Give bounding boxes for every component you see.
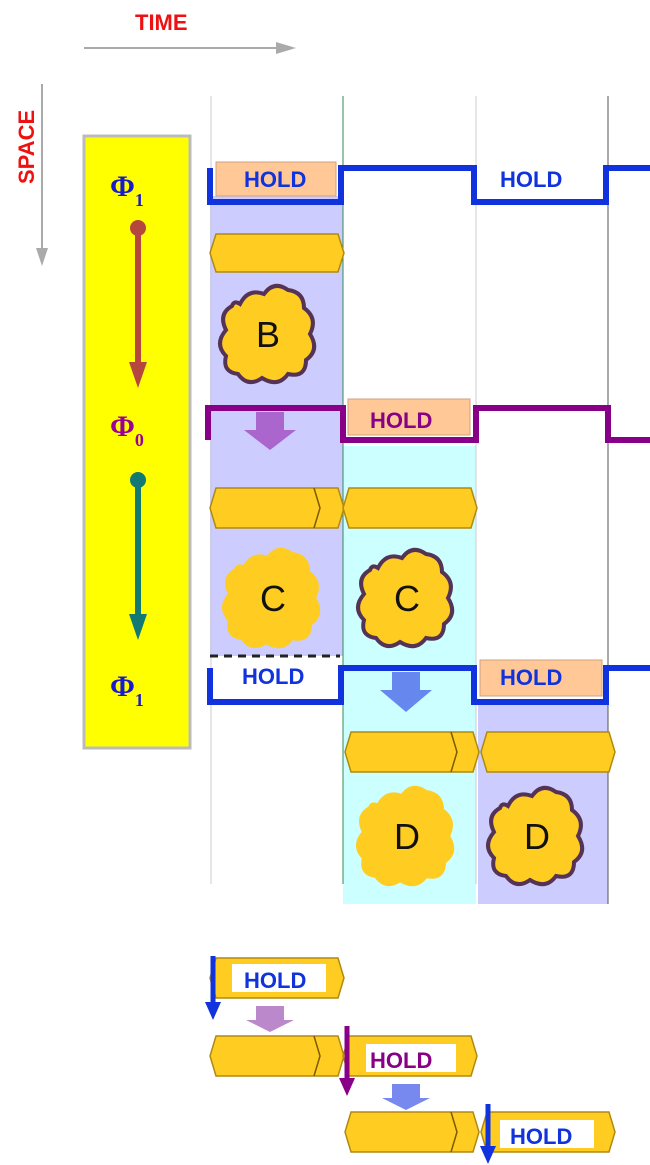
summary-register-4-divider: [450, 1111, 458, 1153]
summary-down-arrowhead-2: [339, 1078, 355, 1096]
summary-transfer-arrow-2: [382, 1084, 430, 1110]
hold-box-1: [215, 161, 337, 197]
space-axis-arrowhead: [36, 248, 48, 266]
time-axis-arrowhead: [276, 42, 296, 54]
svg-text:D: D: [394, 816, 420, 857]
clock-phase1-bottom: [207, 665, 650, 705]
summary-hold-box-3: [500, 1120, 594, 1148]
summary-transfer-arrow-1: [246, 1006, 294, 1032]
summary-register-2-divider: [313, 1035, 321, 1077]
summary-down-arrowhead-3: [480, 1146, 496, 1164]
hold-box-5: [479, 659, 603, 697]
register-2-divider: [313, 487, 321, 529]
svg-text:B: B: [256, 314, 280, 355]
clock-phase0: [205, 405, 650, 443]
hold-label-4: HOLD: [242, 664, 304, 689]
phase-label-0: Φ0: [110, 410, 144, 450]
teal-arrowhead: [129, 614, 147, 640]
phase-label-1: Φ1: [110, 170, 144, 210]
register-3: [342, 487, 478, 529]
register-4-divider: [450, 731, 458, 773]
summary-hold-box-1: [232, 964, 326, 992]
summary-register-2: [209, 1035, 345, 1077]
summary-register-4: [344, 1111, 480, 1153]
transfer-arrow-1: [244, 412, 296, 450]
space-axis-label: SPACE: [14, 110, 39, 184]
brown-arrowhead: [129, 362, 147, 388]
summary-hold-label-2: HOLD: [370, 1048, 432, 1073]
svg-text:D: D: [524, 816, 550, 857]
hold-label-2: HOLD: [500, 167, 562, 192]
svg-text:C: C: [394, 578, 420, 619]
hold-box-3: [347, 398, 471, 436]
phase-label-1b: Φ1: [110, 670, 144, 710]
summary-hold-label-1: HOLD: [244, 968, 306, 993]
clock-phase1-top: [207, 165, 650, 205]
cloud-c-1: C: [222, 547, 321, 649]
svg-text:C: C: [260, 578, 286, 619]
register-1: [209, 233, 345, 273]
hold-label-5: HOLD: [500, 665, 562, 690]
register-4: [344, 731, 480, 773]
register-2: [209, 487, 345, 529]
transfer-arrow-2: [380, 672, 432, 712]
summary-down-arrowhead-1: [205, 1002, 221, 1020]
hold-label-1: HOLD: [244, 167, 306, 192]
hold-label-3: HOLD: [370, 408, 432, 433]
teal-arrow-dot: [130, 472, 146, 488]
register-5: [480, 731, 616, 773]
cloud-d-2: D: [486, 785, 585, 887]
cloud-b: B: [218, 283, 317, 385]
time-axis-label: TIME: [135, 10, 188, 35]
brown-arrow-dot: [130, 220, 146, 236]
cloud-c-2: C: [356, 547, 455, 649]
summary-hold-box-2: [366, 1044, 456, 1072]
summary-hold-label-3: HOLD: [510, 1124, 572, 1149]
cloud-d-1: D: [356, 785, 455, 887]
